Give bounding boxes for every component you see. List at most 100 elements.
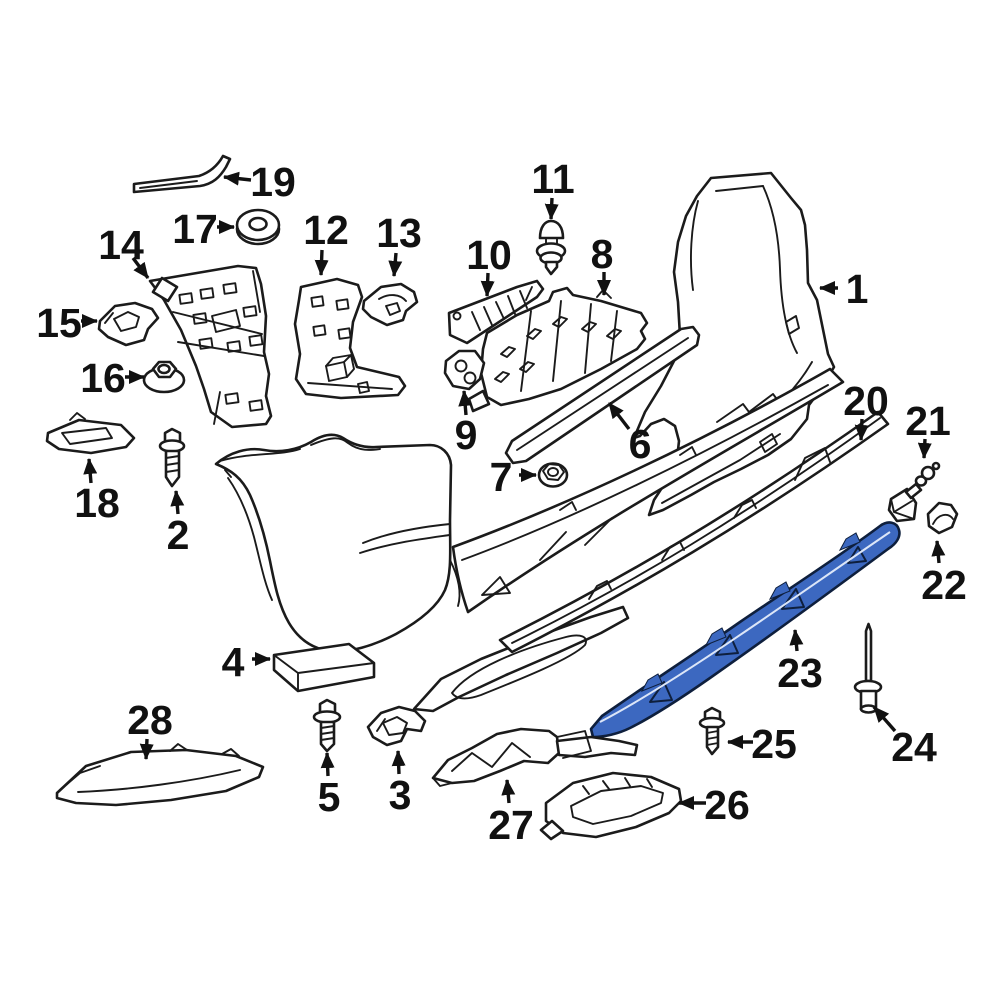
part-callout-6: 6	[607, 401, 652, 467]
part-arrow-12	[314, 249, 329, 276]
part-drawing-11-rivet-clip	[535, 219, 567, 276]
part-callout-20: 20	[843, 378, 889, 441]
part-arrow-21	[917, 438, 932, 459]
part-label-7: 7	[490, 454, 513, 500]
part-label-8: 8	[591, 231, 614, 277]
part-label-1: 1	[846, 266, 869, 312]
part-drawing-2-screw	[158, 427, 186, 488]
part-label-26: 26	[704, 782, 750, 828]
valance-drawing	[412, 605, 630, 713]
part-drawing-22-cap	[926, 501, 959, 535]
part-drawing-12-bracket	[293, 277, 407, 400]
part-callout-1: 1	[819, 266, 869, 312]
part-callout-15: 15	[36, 300, 98, 346]
part-callout-10: 10	[466, 232, 512, 297]
part-label-11: 11	[531, 156, 574, 202]
part-callout-18: 18	[74, 458, 120, 526]
part-label-15: 15	[36, 300, 82, 346]
part-drawing-19-strip	[132, 154, 232, 194]
part-label-24: 24	[891, 724, 937, 770]
part-callout-26: 26	[678, 782, 750, 828]
part-label-22: 22	[921, 562, 967, 608]
part-label-23: 23	[777, 650, 823, 696]
part-arrow-24	[872, 705, 897, 733]
part-label-19: 19	[250, 159, 296, 205]
part-arrow-5	[320, 752, 335, 777]
part-drawing-27-bracket	[431, 727, 639, 787]
part-callout-2: 2	[167, 490, 190, 558]
part-callout-3: 3	[389, 750, 412, 818]
part-callout-27: 27	[488, 779, 534, 848]
part-drawing-28-reflector	[55, 743, 265, 807]
part-label-27: 27	[488, 802, 534, 848]
part-drawing-15-clip	[97, 301, 160, 347]
part-arrow-9	[458, 390, 473, 416]
part-label-6: 6	[629, 421, 652, 467]
part-drawing-26-exhaust-trim	[539, 771, 683, 841]
part-arrow-20	[854, 418, 869, 441]
part-callout-23: 23	[777, 629, 823, 696]
part-arrow-18	[83, 458, 98, 484]
part-callout-19: 19	[223, 159, 296, 205]
part-drawing-13-clip	[361, 282, 419, 327]
part-drawing-5-screw	[312, 698, 342, 753]
part-label-14: 14	[98, 222, 144, 268]
part-arrow-22	[931, 540, 946, 564]
part-callout-17: 17	[172, 206, 235, 252]
part-label-10: 10	[466, 232, 512, 278]
part-arrow-6	[607, 401, 631, 431]
part-drawing-21-sensor	[887, 461, 941, 523]
part-drawing-6-rail	[504, 325, 701, 465]
part-arrow-28	[139, 738, 154, 760]
part-label-3: 3	[389, 772, 412, 818]
part-arrow-27	[501, 779, 516, 804]
part-callout-22: 22	[921, 540, 967, 608]
part-label-5: 5	[318, 774, 341, 820]
part-arrow-19	[223, 171, 252, 186]
part-label-18: 18	[74, 480, 120, 526]
part-label-13: 13	[376, 210, 422, 256]
part-arrow-14	[131, 256, 150, 280]
part-drawing-3-clip	[366, 705, 427, 747]
bumper-cover-drawing	[214, 433, 453, 653]
part-arrow-2	[170, 490, 185, 515]
part-label-28: 28	[127, 697, 173, 743]
part-label-16: 16	[80, 355, 126, 401]
part-label-12: 12	[303, 207, 349, 253]
part-arrow-13	[388, 252, 403, 277]
part-callout-16: 16	[80, 355, 145, 401]
part-callout-28: 28	[127, 697, 173, 760]
part-drawing-17-grommet	[235, 208, 281, 246]
part-drawing-8-absorber	[467, 286, 649, 413]
part-callout-12: 12	[303, 207, 349, 276]
part-drawing-23-highlighted-lower-strip	[589, 521, 901, 739]
part-drawing-25-screw	[698, 706, 726, 756]
part-callout-13: 13	[376, 210, 422, 277]
part-label-25: 25	[751, 721, 797, 767]
part-drawing-24-rivet	[853, 622, 883, 714]
part-drawing-18-bracket	[45, 412, 136, 455]
part-callout-7: 7	[490, 454, 537, 500]
part-callout-11: 11	[531, 156, 575, 220]
part-drawing-4-strip	[272, 642, 376, 693]
part-drawing-10-strip	[447, 279, 545, 345]
part-label-20: 20	[843, 378, 889, 424]
part-drawing-7-nut	[537, 462, 569, 488]
part-drawing-14-bracket	[148, 264, 273, 429]
part-label-4: 4	[222, 639, 245, 685]
part-label-2: 2	[167, 512, 190, 558]
part-callout-14: 14	[98, 222, 150, 280]
part-label-9: 9	[455, 412, 478, 458]
part-drawing-20-trim-strip	[498, 410, 890, 654]
part-drawing-16-nut	[142, 360, 186, 394]
part-arrow-11	[544, 197, 559, 220]
part-arrow-23	[789, 629, 804, 652]
part-callout-25: 25	[727, 721, 797, 767]
part-callout-9: 9	[455, 390, 478, 458]
part-callout-5: 5	[318, 752, 341, 820]
part-callout-8: 8	[591, 231, 614, 296]
part-arrow-3	[391, 750, 406, 775]
part-callout-21: 21	[905, 398, 951, 459]
